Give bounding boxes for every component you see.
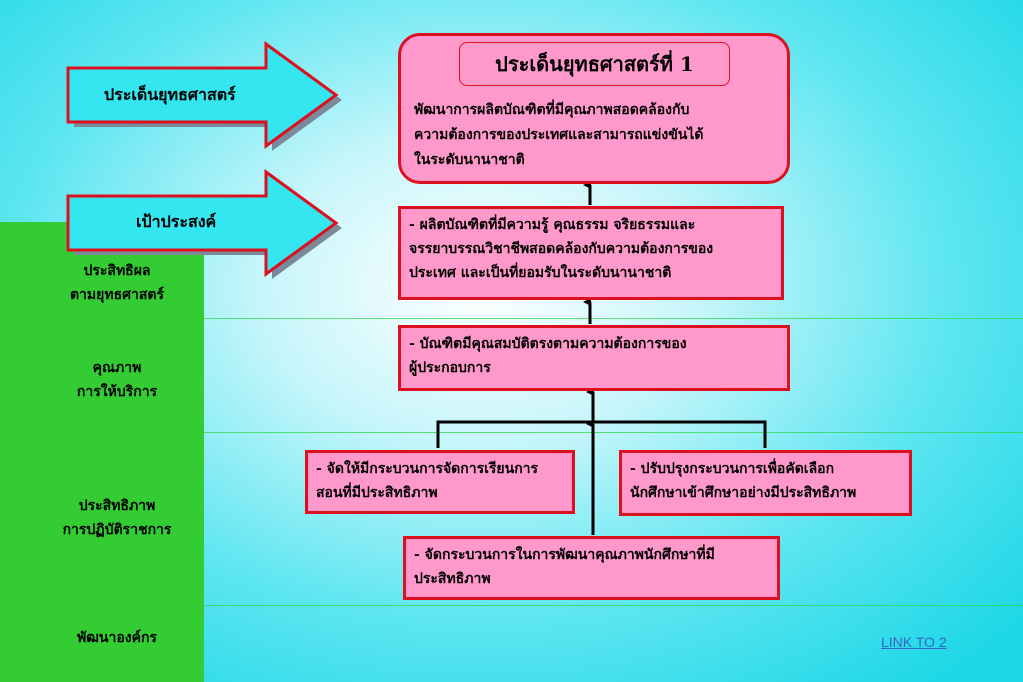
effectiveness-box: - ผลิตบัณฑิตที่มีความรู้ คุณธรรม จริยธรร…	[398, 206, 784, 300]
bracket-connector	[436, 420, 767, 448]
strategy-arrow-label: ประเด็นยุทธศาสตร์	[104, 85, 236, 104]
label-line: คุณภาพ	[92, 360, 142, 376]
block-arrow-shape	[66, 169, 342, 279]
strategy-goal-box: ประเด็นยุทธศาสตร์ที่ 1 พัฒนาการผลิตบัณฑิ…	[398, 33, 790, 184]
link-to-2[interactable]: LINK TO 2	[881, 634, 947, 650]
objective-arrow: เป้าประสงค์	[64, 168, 346, 284]
block-arrow-shape	[66, 41, 342, 151]
development-box: - จัดกระบวนการในการพัฒนาคุณภาพนักศึกษาที…	[403, 536, 780, 600]
box-line: - ผลิตบัณฑิตที่มีความรู้ คุณธรรม จริยธรร…	[409, 217, 696, 233]
box-line: ผู้ประกอบการ	[409, 360, 491, 376]
box-line: - ปรับปรุงกระบวนการเพื่อคัดเลือก	[630, 461, 835, 477]
label-line: ประสิทธิภาพ	[78, 498, 156, 514]
box-line: นักศึกษาเข้าศึกษาอย่างมีประสิทธิภาพ	[630, 485, 857, 501]
quality-box: - บัณฑิตมีคุณสมบัติตรงตามความต้องการของ …	[398, 325, 790, 391]
sidebar-label-quality: คุณภาพ การให้บริการ	[0, 356, 234, 404]
box-line: ประสิทธิภาพ	[414, 571, 491, 587]
row-divider	[204, 318, 1023, 319]
box-line: ประเทศ และเป็นที่ยอมรับในระดับนานาชาติ	[409, 265, 672, 281]
goal-title: ประเด็นยุทธศาสตร์ที่ 1	[459, 42, 730, 86]
box-line: - จัดกระบวนการในการพัฒนาคุณภาพนักศึกษาที…	[414, 547, 715, 563]
efficiency-left-box: - จัดให้มีกระบวนการจัดการเรียนการ สอนที่…	[305, 450, 575, 514]
label-line: ประสิทธิผล	[83, 263, 151, 279]
box-line: - จัดให้มีกระบวนการจัดการเรียนการ	[316, 461, 539, 477]
sidebar-band	[0, 222, 204, 682]
row-divider	[204, 432, 1023, 433]
label-line: พัฒนาองค์กร	[77, 630, 157, 646]
box-line: - บัณฑิตมีคุณสมบัติตรงตามความต้องการของ	[409, 336, 687, 352]
row-divider	[204, 605, 1023, 606]
goal-description: พัฒนาการผลิตบัณฑิตที่มีคุณภาพสอดคล้องกับ…	[414, 98, 774, 173]
goal-line: ในระดับนานาชาติ	[414, 152, 525, 168]
box-line: สอนที่มีประสิทธิภาพ	[316, 485, 438, 501]
sidebar-label-effectiveness: ประสิทธิผล ตามยุทธศาสตร์	[0, 259, 234, 307]
sidebar-label-efficiency: ประสิทธิภาพ การปฏิบัติราชการ	[0, 494, 234, 542]
efficiency-right-box: - ปรับปรุงกระบวนการเพื่อคัดเลือก นักศึกษ…	[619, 450, 912, 516]
objective-arrow-label: เป้าประสงค์	[136, 212, 217, 231]
sidebar-label-development: พัฒนาองค์กร	[0, 626, 234, 650]
box-line: จรรยาบรรณวิชาชีพสอดคล้องกับความต้องการขอ…	[409, 241, 714, 257]
goal-line: ความต้องการของประเทศและสามารถแข่งขันได้	[414, 127, 704, 143]
label-line: การให้บริการ	[76, 384, 158, 400]
strategy-arrow: ประเด็นยุทธศาสตร์	[64, 40, 346, 156]
label-line: ตามยุทธศาสตร์	[69, 287, 165, 303]
goal-line: พัฒนาการผลิตบัณฑิตที่มีคุณภาพสอดคล้องกับ	[414, 102, 690, 118]
label-line: การปฏิบัติราชการ	[62, 522, 172, 538]
